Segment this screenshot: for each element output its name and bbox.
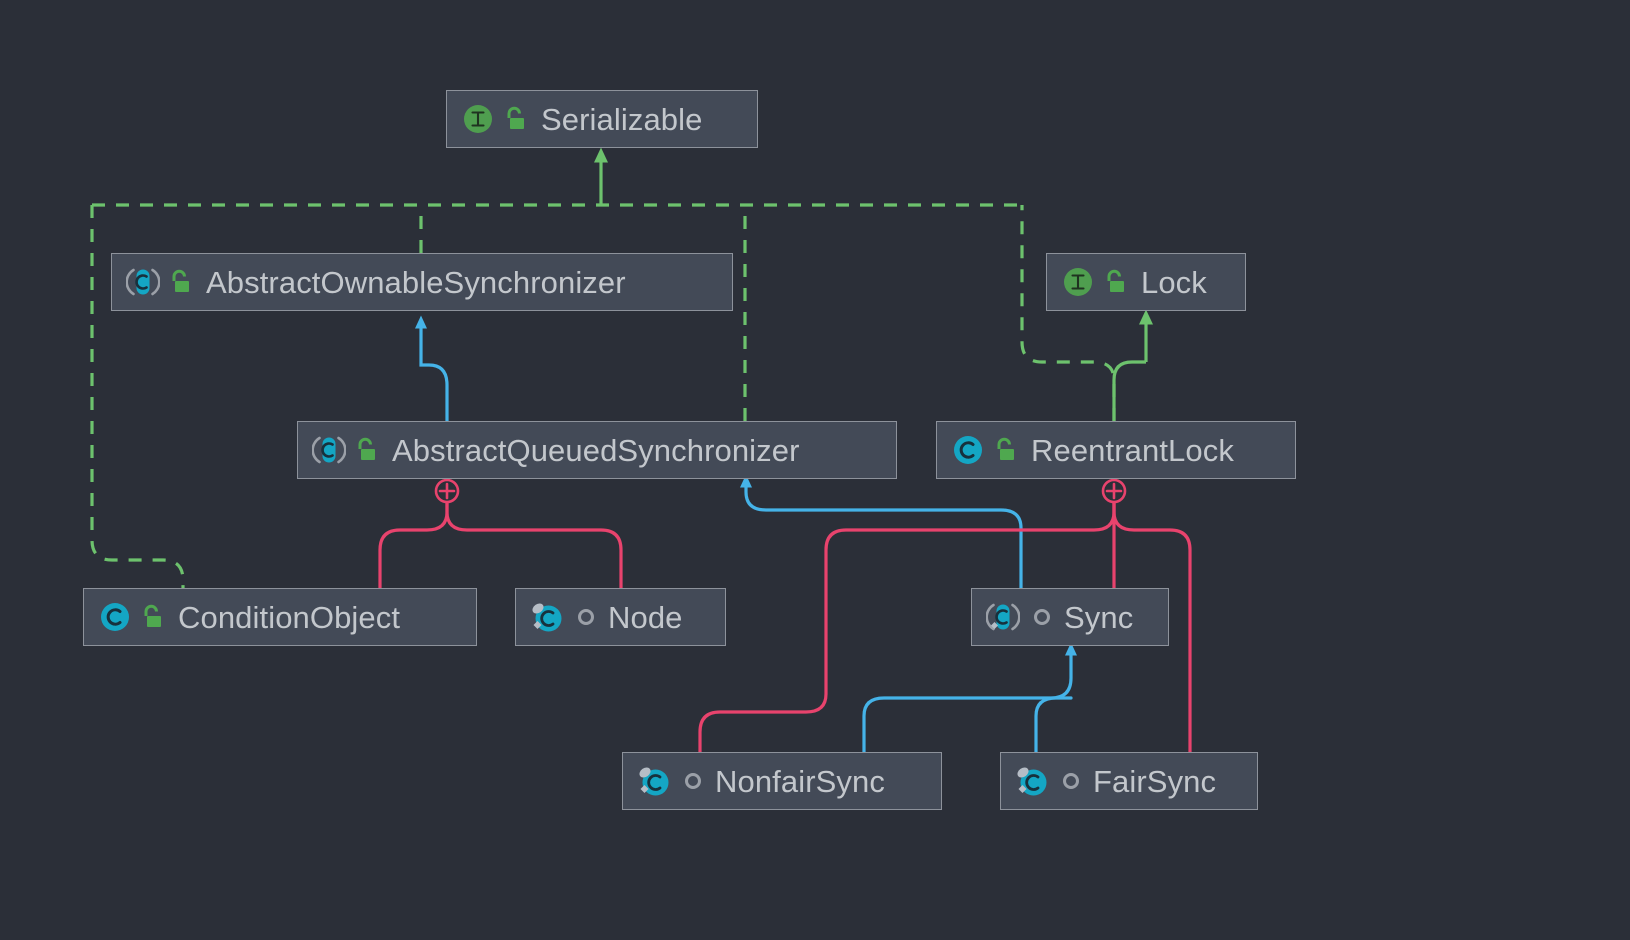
- class-node-abstract-ownable-synchronizer[interactable]: AbstractOwnableSynchronizer: [111, 253, 733, 311]
- edge-reentrantlock-implements-serializable: [1020, 205, 1116, 421]
- edge-sync-extends-aqs: [740, 474, 1023, 590]
- package-private-dot-icon: [1063, 773, 1079, 789]
- unlocked-padlock-icon: [991, 435, 1017, 465]
- static-nested-class-icon: [637, 764, 671, 798]
- unlocked-padlock-icon: [352, 435, 378, 465]
- interface-icon: [461, 102, 495, 136]
- inner-class-plus-marker-reentrantlock: [1101, 478, 1127, 504]
- class-node-label: NonfairSync: [715, 763, 885, 799]
- class-node-abstract-queued-synchronizer[interactable]: AbstractQueuedSynchronizer: [297, 421, 897, 479]
- class-node-reentrant-lock[interactable]: ReentrantLock: [936, 421, 1296, 479]
- class-node-label: FairSync: [1093, 763, 1217, 799]
- class-node-label: ReentrantLock: [1031, 432, 1234, 468]
- static-nested-class-icon: [1015, 764, 1049, 798]
- interface-icon: [1061, 265, 1095, 299]
- unlocked-padlock-icon: [1101, 267, 1127, 297]
- class-node-serializable[interactable]: Serializable: [446, 90, 758, 148]
- inner-class-marker-group: [434, 478, 1127, 504]
- class-node-label: AbstractQueuedSynchronizer: [392, 432, 800, 468]
- class-node-label: Sync: [1064, 599, 1134, 635]
- abstract-static-nested-class-icon: [986, 600, 1020, 634]
- class-node-label: Serializable: [541, 101, 703, 137]
- edge-conditionobject-implements-serializable: [90, 205, 185, 588]
- static-nested-class-icon: [530, 600, 564, 634]
- package-private-dot-icon: [685, 773, 701, 789]
- edge-aqs-inner-conditionobject: [378, 490, 449, 590]
- class-node-label: ConditionObject: [178, 599, 401, 635]
- edge-aqs-extends-aos: [415, 315, 449, 423]
- inner-class-plus-marker-aqs: [434, 478, 460, 504]
- unlocked-padlock-icon: [166, 267, 192, 297]
- edge-reentrantlock-inner-nonfairsync: [698, 490, 1116, 754]
- unlocked-padlock-icon: [138, 602, 164, 632]
- class-node-label: Lock: [1141, 264, 1207, 300]
- abstract-class-icon: [312, 433, 346, 467]
- abstract-class-icon: [126, 265, 160, 299]
- class-icon: [98, 600, 132, 634]
- edge-reentrantlock-implements-lock-elbow: [1112, 360, 1146, 421]
- edge-nonfairsync-extends-sync: [862, 642, 1077, 754]
- package-private-dot-icon: [1034, 609, 1050, 625]
- class-node-condition-object[interactable]: ConditionObject: [83, 588, 477, 646]
- class-node-sync[interactable]: Sync: [971, 588, 1169, 646]
- edge-fairsync-extends-sync: [1034, 696, 1073, 754]
- class-node-label: Node: [608, 599, 683, 635]
- edge-reentrantlock-inner-fairsync: [1112, 490, 1192, 754]
- class-node-label: AbstractOwnableSynchronizer: [206, 264, 626, 300]
- package-private-dot-icon: [578, 609, 594, 625]
- class-icon: [951, 433, 985, 467]
- class-node-node[interactable]: Node: [515, 588, 726, 646]
- class-node-nonfair-sync[interactable]: NonfairSync: [622, 752, 942, 810]
- unlocked-padlock-icon: [501, 104, 527, 134]
- edge-aqs-inner-node: [445, 490, 623, 590]
- class-node-fair-sync[interactable]: FairSync: [1000, 752, 1258, 810]
- class-node-lock[interactable]: Lock: [1046, 253, 1246, 311]
